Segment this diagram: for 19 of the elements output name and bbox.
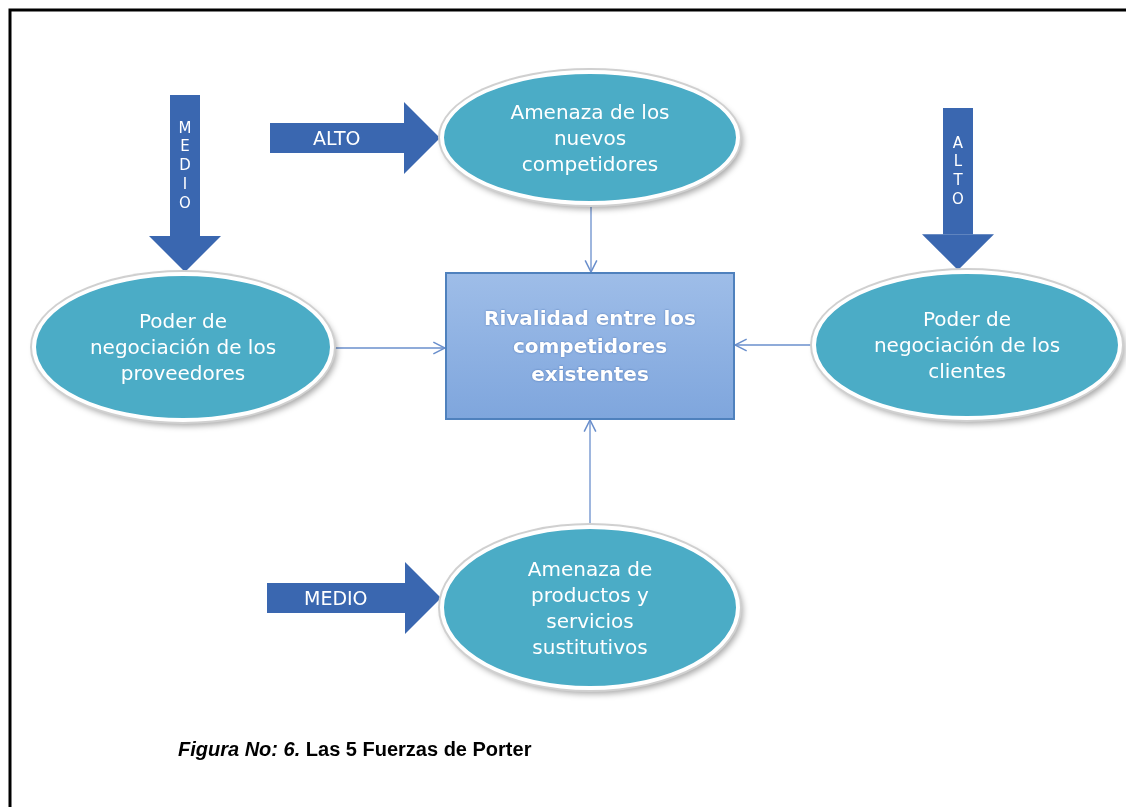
arrow xyxy=(584,204,598,273)
node-text: Amenaza de los nuevos competidores xyxy=(509,98,671,177)
block-arrow xyxy=(270,102,440,174)
process-box xyxy=(445,272,735,420)
arrow xyxy=(734,338,813,352)
arrow xyxy=(333,341,446,355)
block-arrow xyxy=(922,108,994,271)
edge-label: ALTO xyxy=(313,127,361,149)
node-text: Poder de negociación de los proveedores xyxy=(88,308,278,386)
node-text: Rivalidad entre los competidores existentes xyxy=(483,305,697,388)
figure-caption: Figura No: 6. Las 5 Fuerzas de Porter xyxy=(178,738,532,761)
edge-label: MEDIO xyxy=(304,587,368,609)
block-arrow xyxy=(149,95,221,272)
node-text: Amenaza de productos y servicios sustitutivos xyxy=(526,555,654,660)
block-arrow xyxy=(267,562,441,634)
edge-label: ALTO xyxy=(951,133,965,209)
arrow xyxy=(583,419,597,526)
node-text: Poder de negociación de los clientes xyxy=(872,306,1062,384)
edge-label: MEDIO xyxy=(177,118,193,213)
